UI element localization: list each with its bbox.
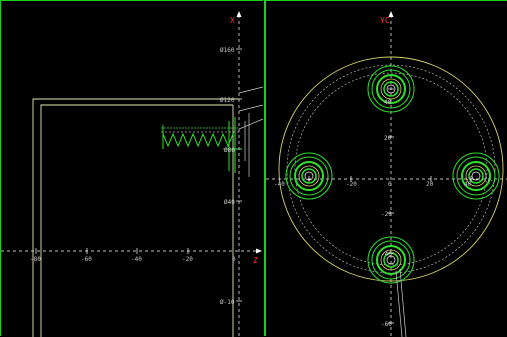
- z-tick-label: -60: [81, 256, 92, 263]
- x-tick-label: Ø120: [220, 97, 235, 104]
- x-tick-label: Ø40: [224, 199, 235, 206]
- x-tick-label: Ø-10: [220, 299, 235, 306]
- end-view-canvas: YC 40 20 -20 -40 -60 -40 -20 0 20 40: [266, 11, 507, 337]
- z-axis-arrow: [256, 248, 262, 254]
- z-axis-name: Z: [253, 256, 258, 265]
- thread-hole: [452, 152, 500, 200]
- part-outer-circle: [278, 56, 504, 282]
- z-tick-label: 0: [232, 256, 236, 263]
- side-view-pane[interactable]: X Z Ø160 Ø120 Ø80 Ø40 Ø-10 -80 -60 -40 -…: [0, 0, 264, 337]
- x-tick-label: 20: [426, 181, 434, 188]
- yc-tick-label: -20: [381, 211, 392, 218]
- bolt-circle: [286, 64, 496, 274]
- z-tick-label: -20: [182, 256, 193, 263]
- z-tick-label: -80: [30, 256, 41, 263]
- x-tick-label: 0: [388, 181, 392, 188]
- thread-toolpath: [161, 117, 241, 173]
- x-tick-label: -40: [274, 181, 285, 188]
- yc-axis-name: YC: [380, 16, 390, 25]
- yc-tick-label: -40: [381, 251, 392, 258]
- exit-path: [395, 270, 403, 337]
- thread-hole: [367, 65, 415, 113]
- yc-tick-label: -60: [381, 321, 392, 328]
- x-axis-name: X: [230, 16, 235, 25]
- yc-axis-arrow: [388, 11, 394, 17]
- x-axis-arrow: [236, 11, 242, 17]
- yc-tick-label: 20: [384, 135, 392, 142]
- end-view-pane[interactable]: YC 40 20 -20 -40 -60 -40 -20 0 20 40: [264, 0, 507, 337]
- exit-path-2: [399, 268, 407, 337]
- x-tick-label: -20: [346, 181, 357, 188]
- x-tick-label: Ø80: [224, 147, 235, 154]
- x-tick-label: Ø160: [220, 47, 235, 54]
- z-tick-label: -40: [131, 256, 142, 263]
- yc-tick-label: 40: [384, 99, 392, 106]
- thread-hole: [285, 152, 333, 200]
- stock-outline: [32, 98, 239, 337]
- thread-holes: [285, 65, 500, 284]
- side-view-canvas: X Z Ø160 Ø120 Ø80 Ø40 Ø-10 -80 -60 -40 -…: [1, 11, 264, 337]
- x-tick-label: 40: [464, 181, 472, 188]
- approach-lines: [238, 86, 264, 177]
